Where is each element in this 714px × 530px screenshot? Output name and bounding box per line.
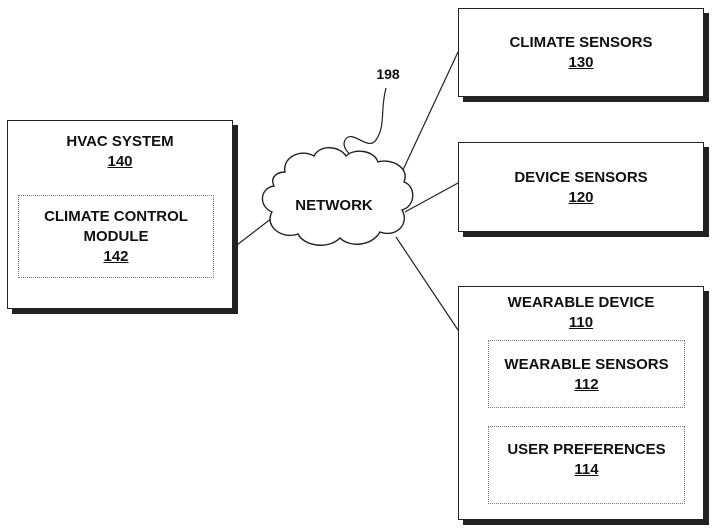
hvac-system-ref: 140 <box>107 153 133 170</box>
wearable-device-ref: 110 <box>568 314 594 331</box>
user-preferences-box: USER PREFERENCES 114 <box>488 426 685 504</box>
wearable-sensors-ref: 112 <box>574 376 599 393</box>
climate-control-module-title-line2: MODULE <box>83 228 149 245</box>
user-preferences-title: USER PREFERENCES <box>507 441 666 458</box>
network-device-sensors-link <box>404 182 459 213</box>
climate-sensors-box: CLIMATE SENSORS 130 <box>458 8 704 97</box>
climate-control-module-ref: 142 <box>103 248 129 265</box>
climate-control-module-box: CLIMATE CONTROL MODULE 142 <box>18 195 214 278</box>
hvac-system-box: HVAC SYSTEM 140 CLIMATE CONTROL MODULE 1… <box>7 120 233 309</box>
climate-control-module-title-line1: CLIMATE CONTROL <box>44 208 188 225</box>
hvac-system-title: HVAC SYSTEM <box>66 133 174 150</box>
network-label: NETWORK <box>295 197 373 214</box>
wearable-sensors-box: WEARABLE SENSORS 112 <box>488 340 685 408</box>
network-wearable-link <box>395 236 459 331</box>
device-sensors-ref: 120 <box>568 189 594 206</box>
hvac-network-link <box>232 217 273 249</box>
wearable-device-title: WEARABLE DEVICE <box>507 294 655 311</box>
network-cloud <box>261 147 414 246</box>
climate-sensors-title: CLIMATE SENSORS <box>509 34 653 51</box>
device-sensors-title: DEVICE SENSORS <box>514 169 648 186</box>
wearable-sensors-title: WEARABLE SENSORS <box>504 356 669 373</box>
climate-sensors-ref: 130 <box>568 54 594 71</box>
wearable-device-box: WEARABLE DEVICE 110 WEARABLE SENSORS 112… <box>458 286 704 520</box>
network-ref: 198 <box>376 66 400 82</box>
network-climate-sensors-link <box>401 51 459 173</box>
user-preferences-ref: 114 <box>574 461 599 478</box>
device-sensors-box: DEVICE SENSORS 120 <box>458 142 704 232</box>
